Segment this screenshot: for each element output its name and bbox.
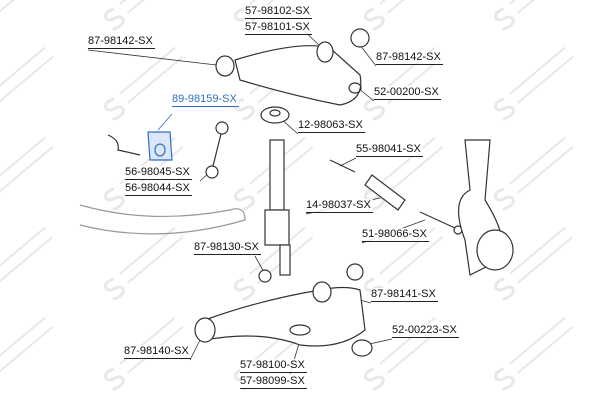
watermark-logo-mark <box>104 46 184 121</box>
steering-boot <box>364 174 406 211</box>
leader-bushing-upper-right <box>359 44 377 67</box>
watermark-logo-mark <box>0 136 54 194</box>
watermark-logo-mark <box>494 46 574 121</box>
label-upper-arm-b[interactable]: 57-98101-SX <box>245 21 312 35</box>
lower-bushing-left <box>194 317 216 343</box>
lower-control-arm <box>204 281 366 347</box>
watermark-logo-mark <box>104 0 184 31</box>
watermark-logo-mark <box>364 136 444 211</box>
watermark-logo-mark <box>494 316 574 391</box>
stabilizer-link <box>205 121 229 179</box>
lower-arm-boss <box>289 324 311 336</box>
upper-bushing-right <box>350 28 370 48</box>
watermark-logo-mark <box>0 0 54 14</box>
watermark-logo-mark <box>494 136 574 211</box>
label-bushing-upper-right[interactable]: 87-98142-SX <box>376 51 443 65</box>
label-tie-rod[interactable]: 55-98041-SX <box>356 143 423 157</box>
lower-ball-joint <box>351 339 373 357</box>
watermark-logo-mark <box>0 226 54 284</box>
stabilizer-bushing <box>147 131 173 161</box>
upper-bushing-left <box>215 55 235 77</box>
upper-ball-joint <box>348 82 362 94</box>
leader-bushing-upper-left <box>87 49 226 67</box>
leader-tie-rod <box>339 157 357 167</box>
upper-control-arm <box>234 41 362 106</box>
label-ball-joint-upper[interactable]: 52-00200-SX <box>374 86 441 100</box>
label-stabilizer-link-b[interactable]: 56-98044-SX <box>125 182 192 196</box>
label-lower-bushing-left[interactable]: 87-98140-SX <box>124 345 191 359</box>
lower-arm-bushing-mount <box>312 281 332 303</box>
label-ball-joint-lower[interactable]: 52-00223-SX <box>392 324 459 338</box>
watermark-logo-mark <box>364 0 444 31</box>
shock-absorber <box>264 139 291 276</box>
leader-stabilizer-bushing <box>157 113 173 131</box>
label-strut-mount[interactable]: 12-98063-SX <box>298 119 365 133</box>
strut-mount <box>260 106 290 124</box>
watermark-logo-mark <box>494 226 574 301</box>
wheel-hub <box>476 229 514 271</box>
steering-knuckle <box>458 139 514 276</box>
label-shock-bushing[interactable]: 87-98130-SX <box>194 241 261 255</box>
watermark-logo-mark <box>104 226 184 301</box>
label-bushing-upper-left[interactable]: 87-98142-SX <box>88 35 155 49</box>
shock-bushing <box>258 269 272 283</box>
upper-arm-bushing-mount <box>316 41 334 63</box>
label-lower-arm-b[interactable]: 57-98099-SX <box>240 375 307 389</box>
label-tie-rod-end[interactable]: 51-98066-SX <box>362 228 429 242</box>
stabilizer-bar <box>79 204 246 235</box>
tie-rod <box>329 159 356 173</box>
watermark-logo-mark <box>0 316 54 374</box>
label-lower-bushing-right[interactable]: 87-98141-SX <box>371 288 438 302</box>
label-upper-arm-a[interactable]: 57-98102-SX <box>245 5 312 19</box>
watermark-logo-mark <box>494 0 574 31</box>
lower-bushing-right <box>346 263 364 281</box>
label-stabilizer-link-a[interactable]: 56-98045-SX <box>125 166 192 180</box>
label-stabilizer-bushing[interactable]: 89-98159-SX <box>172 93 239 107</box>
label-boot[interactable]: 14-98037-SX <box>306 199 373 213</box>
watermark-logo-mark <box>0 46 54 104</box>
label-lower-arm-a[interactable]: 57-98100-SX <box>240 359 307 373</box>
stabilizer-bracket <box>107 134 141 156</box>
